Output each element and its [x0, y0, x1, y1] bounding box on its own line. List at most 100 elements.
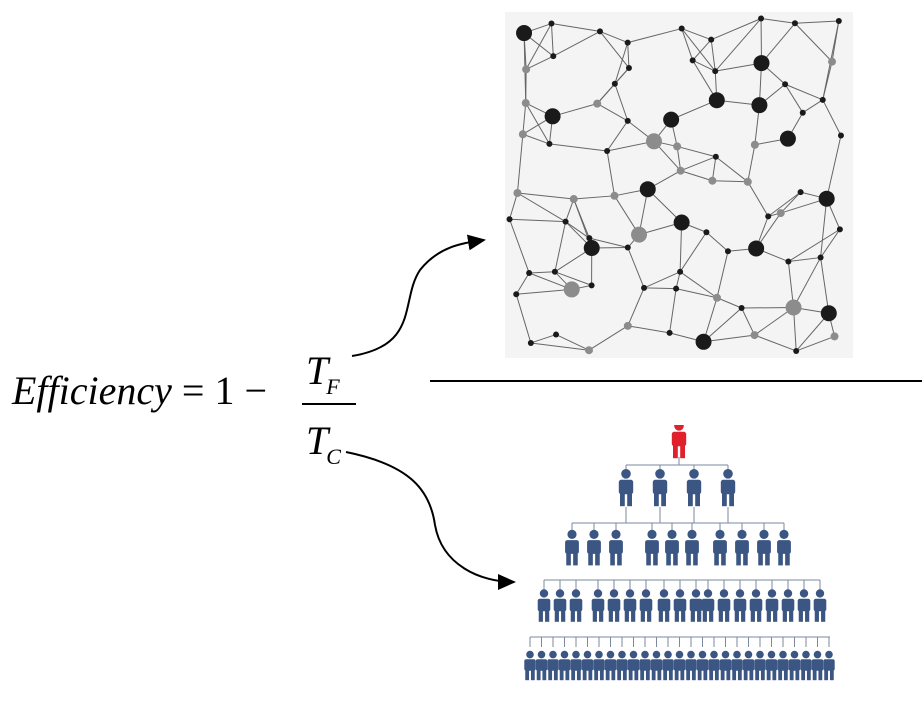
network-node: [673, 286, 679, 292]
person-icon: [721, 469, 735, 506]
network-node: [838, 133, 844, 139]
network-edge: [794, 258, 821, 308]
person-icon: [766, 651, 777, 680]
network-node: [708, 177, 716, 185]
network-edge: [644, 272, 680, 288]
network-nodes: [507, 16, 844, 355]
person-icon: [731, 651, 742, 680]
network-node: [513, 189, 521, 197]
person-icon: [609, 530, 623, 566]
network-edge: [523, 134, 550, 144]
person-icon: [789, 651, 800, 680]
network-edge: [795, 23, 832, 61]
network-node: [798, 189, 804, 195]
network-edge: [803, 100, 823, 113]
leader-person-icon: [672, 425, 686, 458]
person-icon: [735, 530, 749, 566]
network-edge: [628, 248, 644, 288]
network-node: [744, 178, 752, 186]
network-node: [667, 330, 673, 336]
network-node: [563, 219, 569, 225]
network-edge: [788, 229, 839, 261]
network-node: [624, 322, 632, 330]
network-node: [709, 92, 725, 108]
network-node: [713, 154, 719, 160]
network-node: [522, 99, 530, 107]
person-icon: [685, 651, 696, 680]
person-icon: [734, 589, 747, 622]
person-icon: [766, 589, 779, 622]
person-icon: [605, 651, 616, 680]
network-node: [753, 55, 769, 71]
network-edge: [553, 31, 600, 56]
network-edge: [821, 258, 829, 314]
person-icon: [674, 589, 687, 622]
network-node: [820, 97, 826, 103]
network-edge: [628, 326, 670, 333]
network-node: [786, 299, 802, 315]
network-node: [646, 133, 662, 149]
network-node: [513, 291, 519, 297]
network-node: [782, 81, 788, 87]
network-node: [696, 334, 712, 350]
network-edge: [716, 157, 748, 182]
person-icon: [653, 469, 667, 506]
network-edge: [516, 294, 531, 343]
network-edge: [607, 121, 628, 151]
network-node: [570, 195, 578, 203]
network-edge: [681, 157, 716, 171]
network-node: [552, 269, 558, 275]
org-hierarchy-image: [520, 425, 838, 705]
network-edge: [551, 24, 553, 57]
person-icon: [570, 651, 581, 680]
network-node: [673, 142, 681, 150]
network-node: [553, 332, 559, 338]
person-icon: [777, 651, 788, 680]
person-icon: [690, 589, 703, 622]
person-icon: [628, 651, 639, 680]
network-node: [640, 181, 656, 197]
network-edge: [827, 136, 841, 199]
person-icon: [619, 469, 633, 506]
person-icon: [713, 530, 727, 566]
person-icon: [608, 589, 621, 622]
network-edge: [742, 308, 755, 335]
person-icon: [750, 589, 763, 622]
arrow-to-network: [352, 240, 484, 356]
person-icon: [593, 651, 604, 680]
network-node: [526, 270, 532, 276]
network-edge: [516, 289, 571, 294]
network-node: [625, 245, 631, 251]
network-edge: [748, 182, 768, 217]
network-node: [550, 53, 556, 59]
person-icon: [823, 651, 834, 680]
network-node: [725, 248, 731, 254]
network-node: [641, 285, 647, 291]
person-icon: [587, 530, 601, 566]
person-icon: [814, 589, 827, 622]
network-node: [792, 20, 798, 26]
network-edge: [516, 273, 529, 294]
network-node: [674, 215, 690, 231]
person-icon: [674, 651, 685, 680]
network-edge: [615, 84, 628, 121]
network-node: [548, 21, 554, 27]
network-node: [589, 282, 595, 288]
network-node: [584, 240, 600, 256]
network-node: [828, 58, 836, 66]
network-node: [593, 100, 601, 108]
network-node: [703, 229, 709, 235]
network-node: [836, 18, 842, 24]
org-hierarchy: [520, 425, 838, 705]
person-icon: [685, 530, 699, 566]
network-edge: [823, 100, 841, 136]
person-icon: [782, 589, 795, 622]
network-edge: [555, 222, 566, 272]
network-edge: [628, 43, 629, 68]
person-icon: [524, 651, 535, 680]
network-edge: [607, 151, 614, 196]
person-icon: [570, 589, 583, 622]
network-graph: [505, 12, 853, 358]
network-node: [612, 81, 618, 87]
